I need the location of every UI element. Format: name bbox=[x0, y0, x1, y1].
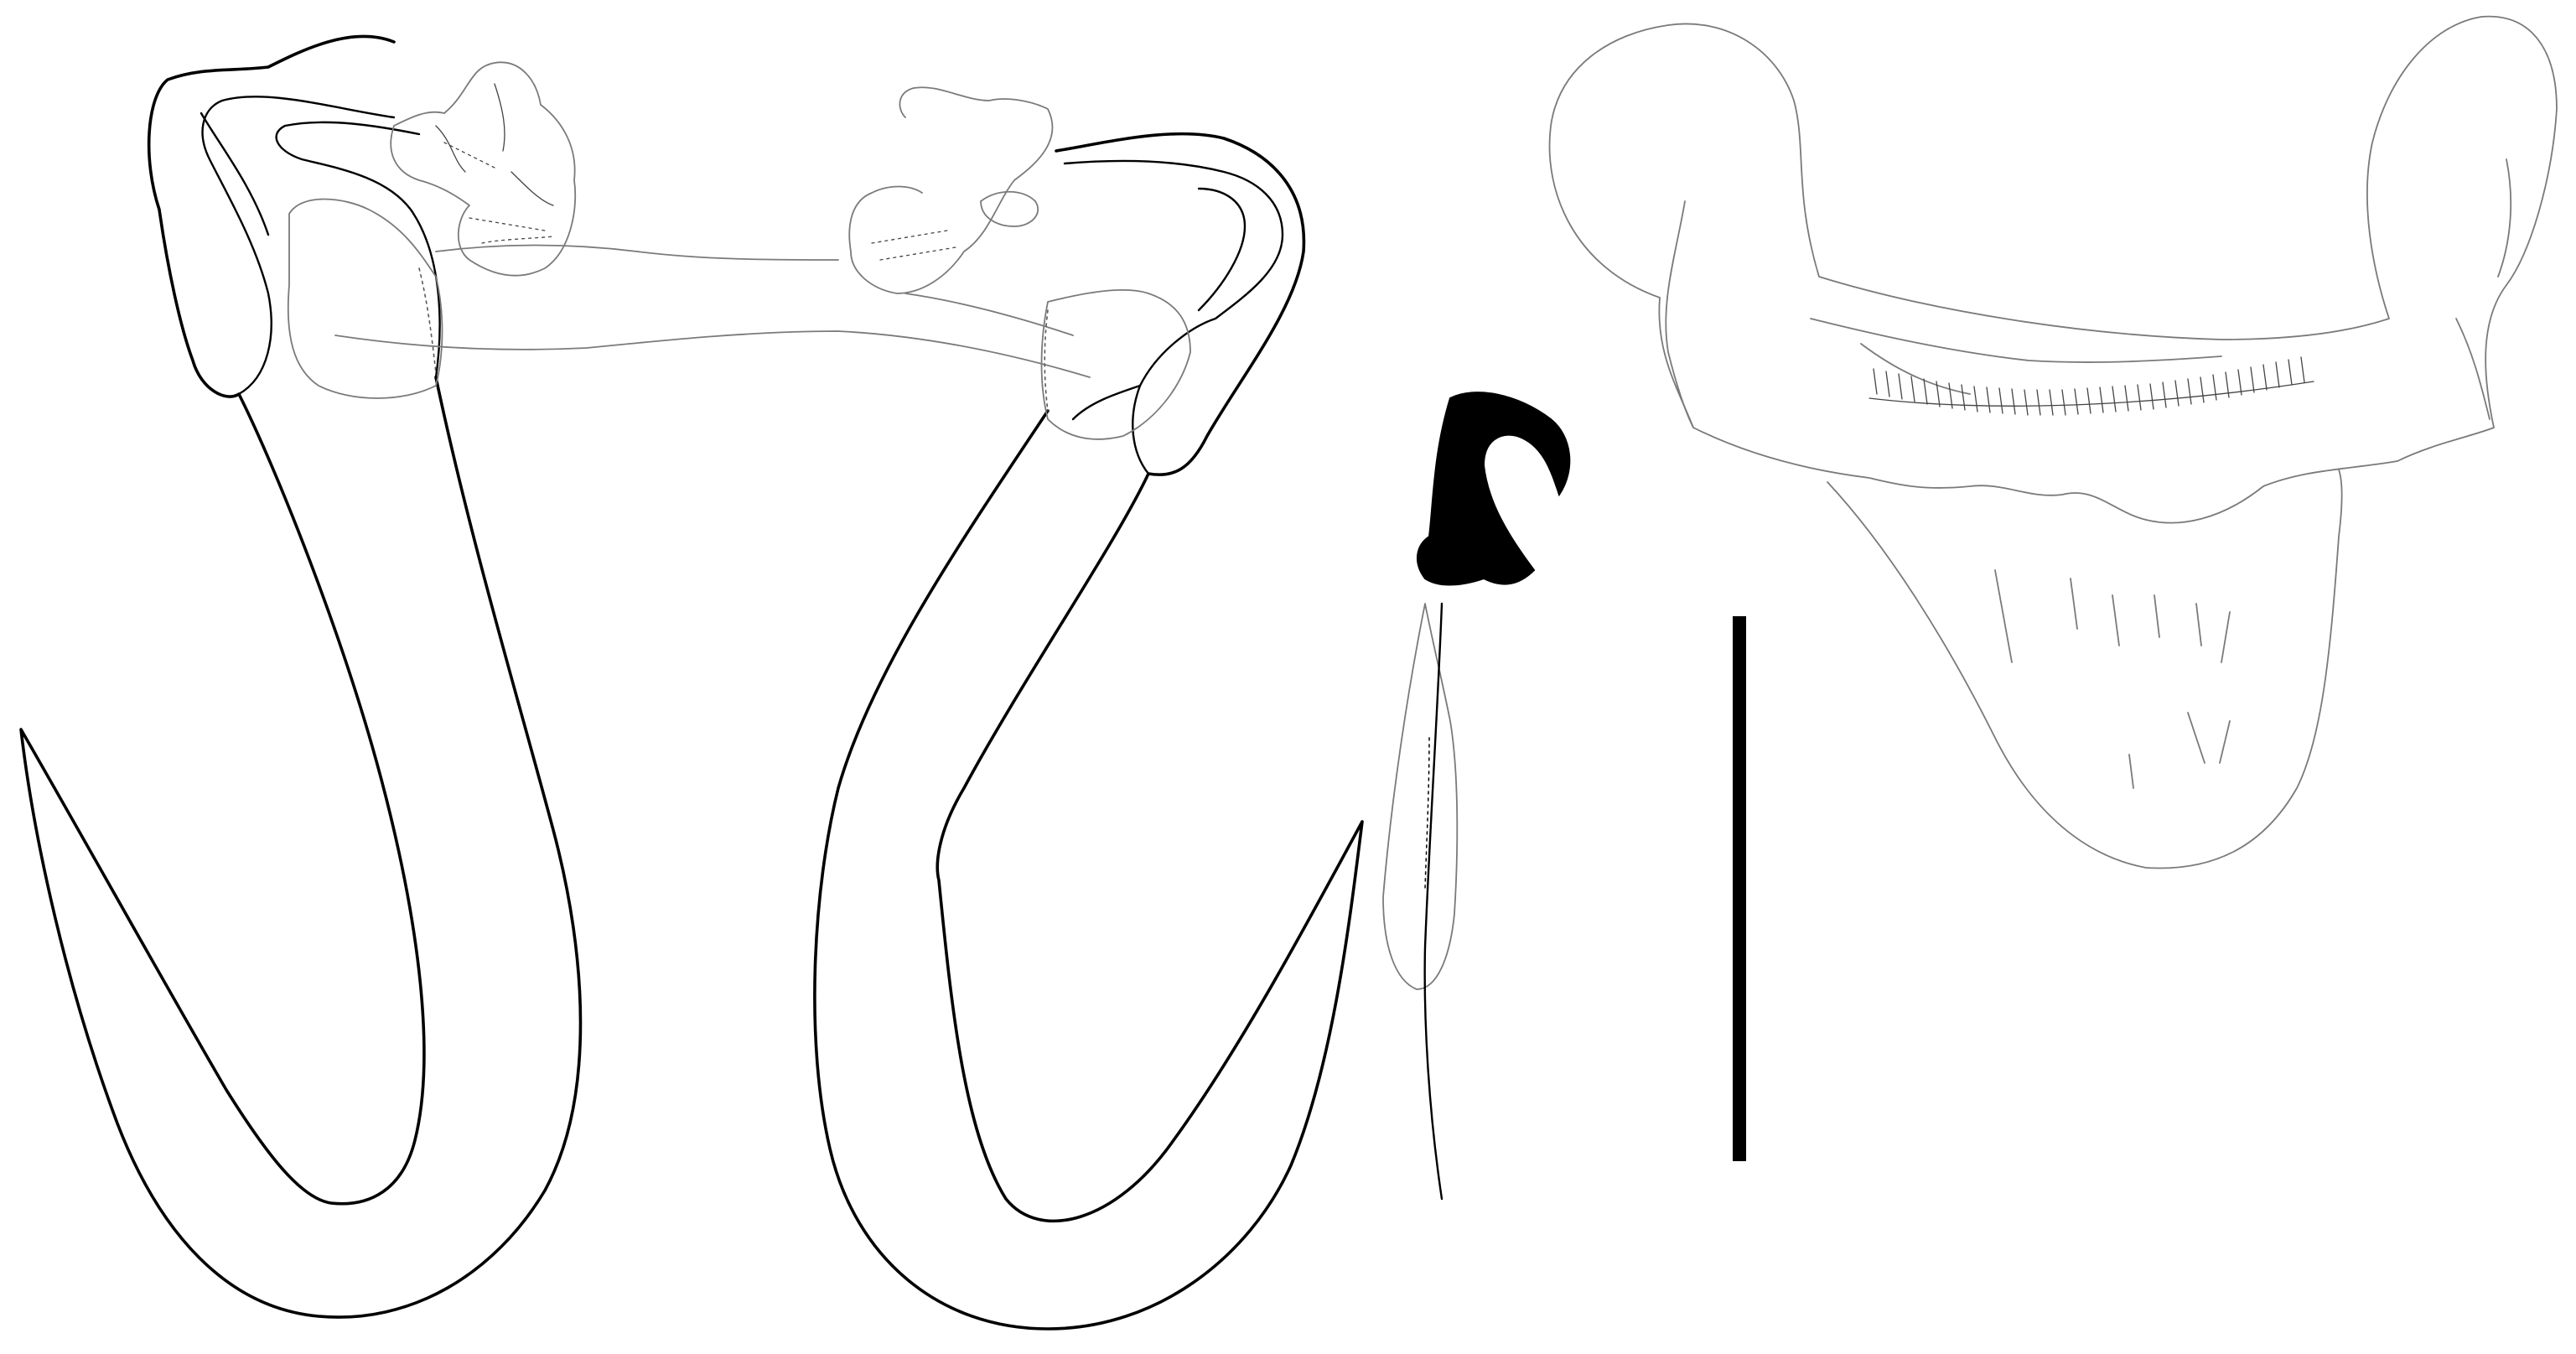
anchor-left bbox=[19, 34, 583, 1319]
anchor-right bbox=[813, 132, 1364, 1331]
dorsal-bar-membrane-striae bbox=[1994, 569, 2231, 789]
ventral-bar-right-membrane-detail bbox=[871, 230, 956, 261]
anchor-right-cap-faint bbox=[1040, 289, 1191, 440]
anchor-left-root-inner bbox=[200, 112, 270, 236]
dorsal-bar-membrane-lobe bbox=[1827, 469, 2343, 869]
anchor-right-root-cap bbox=[1071, 384, 1142, 421]
dorsal-bar-hatch-baseline bbox=[1869, 381, 2314, 407]
dorsal-bar-hatching bbox=[1873, 356, 2305, 416]
anchor-left-dotted-edge bbox=[418, 267, 437, 374]
hook bbox=[1382, 392, 1571, 1201]
hook-shank-outline bbox=[1382, 603, 1459, 990]
hook-filament bbox=[1424, 737, 1430, 890]
dorsal-bar-outline bbox=[1548, 15, 2558, 524]
ventral-bar-upper-edge bbox=[435, 244, 839, 261]
anchor-left-deep-root bbox=[201, 96, 396, 396]
anchor-left-cap bbox=[287, 198, 443, 399]
ventral-bar-lower-edge bbox=[334, 330, 1091, 378]
anchor-left-outline bbox=[19, 34, 583, 1319]
hook-shank-line bbox=[1423, 602, 1443, 1201]
anchor-left-superficial-root bbox=[275, 121, 441, 379]
ventral-bar-left-membrane-detail bbox=[443, 142, 554, 244]
ventral-bar-right-lobe bbox=[980, 190, 1039, 227]
ventral-bar bbox=[334, 61, 1091, 378]
anchor-right-root-inner bbox=[1197, 187, 1247, 312]
dorsal-bar-right-arm-inner bbox=[2455, 158, 2512, 420]
dorsal-bar-inner-ridge bbox=[1860, 343, 1971, 395]
anchor-right-dotted-edge bbox=[1044, 309, 1049, 412]
anchor-right-outline bbox=[813, 132, 1364, 1331]
ventral-bar-right-membrane bbox=[848, 86, 1054, 294]
hook-sickle bbox=[1417, 392, 1571, 586]
ventral-bar-left-membrane bbox=[390, 61, 577, 277]
ventral-bar-right-join bbox=[904, 293, 1074, 336]
ventral-bar-left-membrane-folds bbox=[435, 83, 554, 206]
dorsal-bar bbox=[1548, 15, 2558, 869]
dorsal-bar-upper-ridge bbox=[1810, 318, 2222, 363]
anchor-right-root-outer bbox=[1063, 159, 1284, 475]
dorsal-bar-left-arm-inner bbox=[1665, 200, 1694, 428]
